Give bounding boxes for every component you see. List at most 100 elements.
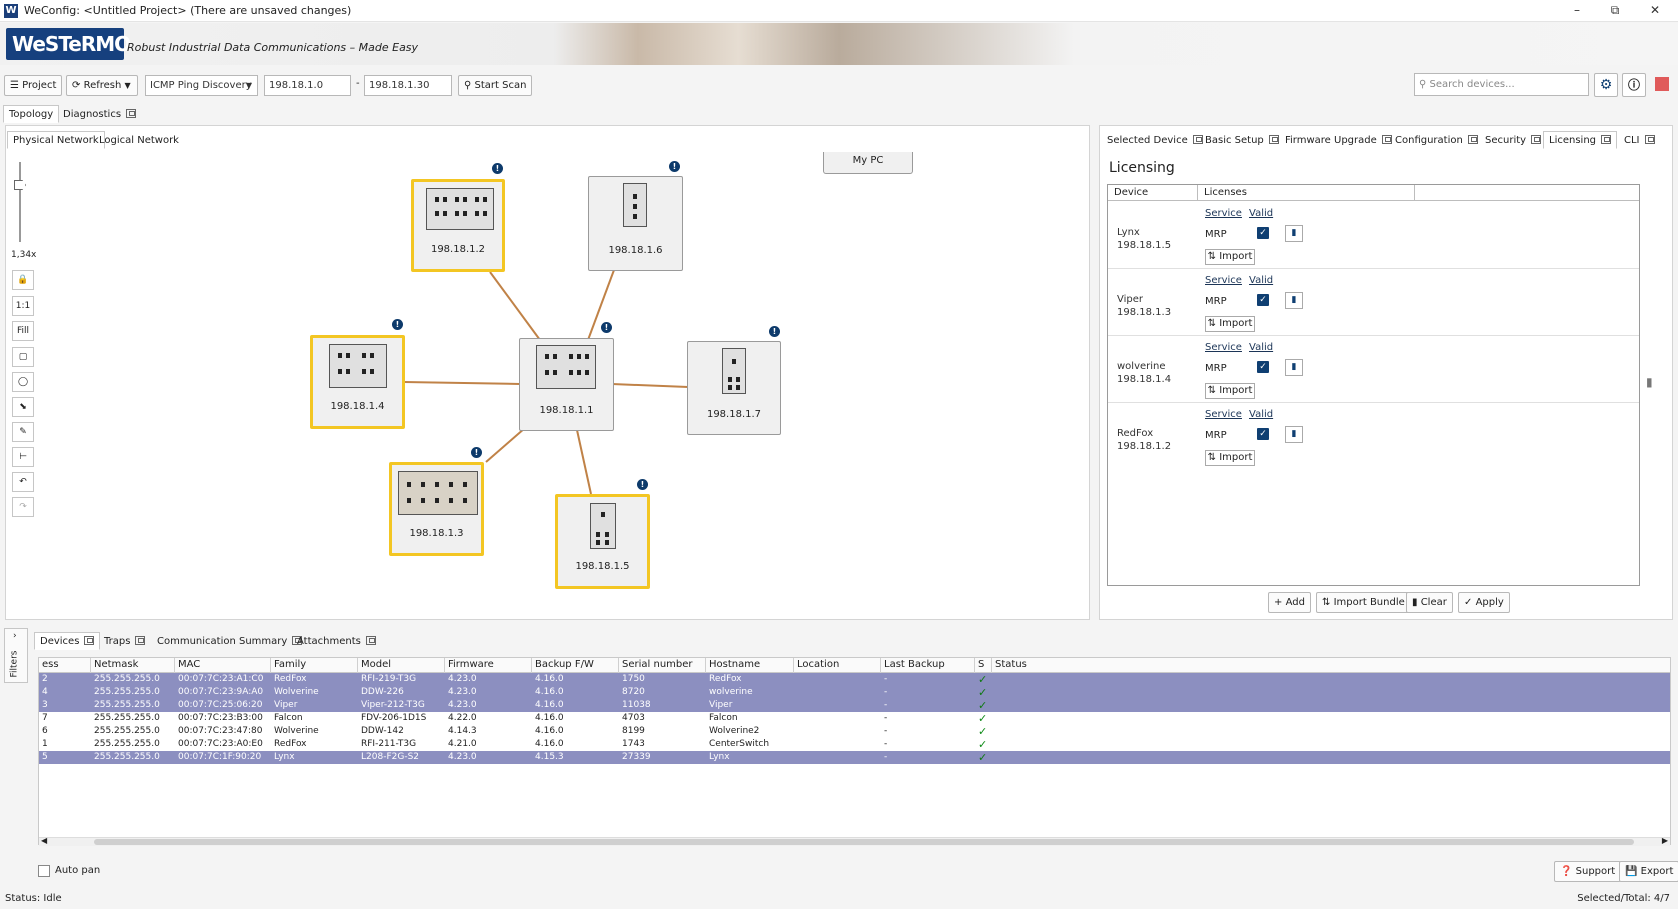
float-window-icon[interactable] [1644, 135, 1655, 144]
import-bundle-button[interactable]: ⇅ Import Bundle [1316, 592, 1411, 613]
device-node-198-18-1-4[interactable]: 198.18.1.4 [310, 335, 405, 429]
float-window-icon[interactable] [1531, 135, 1542, 144]
restore-button[interactable]: ⧉ [1610, 3, 1620, 17]
device-node-198-18-1-1[interactable]: 198.18.1.1 [519, 338, 614, 431]
float-window-icon[interactable] [126, 109, 137, 118]
project-button[interactable]: ☰ Project [4, 75, 63, 96]
align-icon[interactable]: ⊢ [12, 447, 34, 467]
col-hostname[interactable]: Hostname [706, 658, 794, 673]
alert-icon[interactable]: ! [637, 479, 648, 490]
apply-button[interactable]: ✓ Apply [1458, 592, 1510, 613]
trash-icon[interactable]: ▮ [1646, 375, 1653, 389]
col-s[interactable]: S [975, 658, 992, 673]
col-backup-fw[interactable]: Backup F/W [532, 658, 619, 673]
float-window-icon[interactable] [84, 636, 95, 645]
discovery-method-select[interactable]: ICMP Ping Discovery ▼ [145, 75, 258, 96]
info-icon[interactable]: ⓘ [1622, 73, 1646, 97]
col-address[interactable]: ess [39, 658, 91, 673]
float-window-icon[interactable] [1192, 135, 1203, 144]
col-firmware[interactable]: Firmware [445, 658, 532, 673]
device-node-198-18-1-2[interactable]: 198.18.1.2 [411, 179, 505, 272]
col-last-backup[interactable]: Last Backup [881, 658, 975, 673]
col-serial-number[interactable]: Serial number [619, 658, 706, 673]
tab-basic-setup[interactable]: Basic Setup [1199, 131, 1285, 149]
valid-checkbox[interactable]: ✓ [1257, 227, 1269, 239]
tab-licensing[interactable]: Licensing [1543, 131, 1618, 149]
alert-icon[interactable]: ! [769, 326, 780, 337]
tab-devices[interactable]: Devices [34, 632, 101, 650]
float-window-icon[interactable] [1268, 135, 1279, 144]
auto-pan-checkbox[interactable] [38, 865, 50, 877]
ip-range-end-input[interactable]: 198.18.1.30 [364, 75, 452, 96]
tab-firmware-upgrade[interactable]: Firmware Upgrade [1279, 131, 1398, 149]
export-button[interactable]: 💾 Export [1619, 861, 1678, 882]
import-license-button[interactable]: ⇅ Import [1205, 316, 1255, 332]
tab-cli[interactable]: CLI [1618, 131, 1661, 149]
device-node-198-18-1-3[interactable]: 198.18.1.3 [389, 462, 484, 556]
tab-logical-network[interactable]: Logical Network [93, 131, 185, 149]
valid-checkbox[interactable]: ✓ [1257, 361, 1269, 373]
float-window-icon[interactable] [1601, 135, 1612, 144]
valid-checkbox[interactable]: ✓ [1257, 428, 1269, 440]
trash-icon[interactable]: ▮ [1285, 359, 1303, 376]
col-model[interactable]: Model [358, 658, 445, 673]
tab-security[interactable]: Security [1479, 131, 1547, 149]
filters-toggle[interactable]: › Filters [4, 628, 28, 683]
alert-icon[interactable]: ! [601, 322, 612, 333]
import-license-button[interactable]: ⇅ Import [1205, 450, 1255, 466]
undo-icon[interactable]: ↶ [12, 472, 34, 492]
float-window-icon[interactable] [1467, 135, 1478, 144]
minimize-button[interactable]: – [1574, 3, 1580, 17]
stop-icon[interactable] [1655, 77, 1669, 91]
device-node-198-18-1-7[interactable]: 198.18.1.7 [687, 341, 781, 435]
zoom-one-to-one-button[interactable]: 1:1 [12, 296, 34, 316]
trash-icon[interactable]: ▮ [1285, 292, 1303, 309]
tab-diagnostics[interactable]: Diagnostics [57, 105, 142, 123]
alert-icon[interactable]: ! [669, 161, 680, 172]
alert-icon[interactable]: ! [492, 163, 503, 174]
device-node-198-18-1-6[interactable]: 198.18.1.6 [588, 176, 683, 271]
alert-icon[interactable]: ! [471, 447, 482, 458]
device-node-198-18-1-5[interactable]: 198.18.1.5 [555, 494, 650, 589]
zoom-slider-handle[interactable] [14, 180, 26, 190]
alert-icon[interactable]: ! [392, 319, 403, 330]
add-license-button[interactable]: + Add [1268, 592, 1311, 613]
trash-icon[interactable]: ▮ [1285, 426, 1303, 443]
scrollbar-thumb[interactable] [94, 839, 1634, 845]
zoom-slider-track[interactable] [19, 162, 21, 242]
ip-range-start-input[interactable]: 198.18.1.0 [264, 75, 351, 96]
col-mac[interactable]: MAC [175, 658, 271, 673]
col-location[interactable]: Location [794, 658, 881, 673]
float-window-icon[interactable] [1381, 135, 1392, 144]
select-area-icon[interactable]: ⬊ [12, 397, 34, 417]
target-icon[interactable]: ◯ [12, 372, 34, 392]
tab-selected-device[interactable]: Selected Device [1101, 131, 1209, 149]
tab-communication-summary[interactable]: Communication Summary [151, 632, 308, 650]
tab-topology[interactable]: Topology [3, 105, 60, 123]
valid-checkbox[interactable]: ✓ [1257, 294, 1269, 306]
redo-icon[interactable]: ↷ [12, 497, 34, 517]
tab-configuration[interactable]: Configuration [1389, 131, 1484, 149]
tab-physical-network[interactable]: Physical Network [7, 131, 105, 149]
col-licenses-header[interactable]: Licenses [1198, 185, 1415, 201]
col-netmask[interactable]: Netmask [91, 658, 175, 673]
refresh-button[interactable]: ⟳ Refresh ▼ [66, 75, 138, 96]
import-license-button[interactable]: ⇅ Import [1205, 383, 1255, 399]
scroll-left-icon[interactable]: ◀ [41, 836, 48, 845]
search-devices-input[interactable]: ⚲ Search devices... [1414, 73, 1589, 96]
tab-traps[interactable]: Traps [98, 632, 151, 650]
settings-gear-icon[interactable]: ⚙ [1594, 73, 1618, 97]
float-window-icon[interactable] [365, 636, 376, 645]
tab-attachments[interactable]: Attachments [291, 632, 382, 650]
support-button[interactable]: ❓ Support [1554, 861, 1622, 882]
float-window-icon[interactable] [292, 636, 303, 645]
pencil-icon[interactable]: ✎ [12, 422, 34, 442]
col-device-header[interactable]: Device [1108, 185, 1198, 201]
